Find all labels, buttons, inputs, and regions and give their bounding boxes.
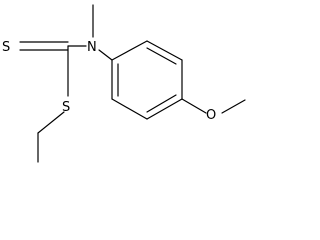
- ring-bond-2: [146, 40, 183, 61]
- bond-s-ch2: [37, 111, 65, 134]
- bond-o-methyl: [221, 99, 246, 114]
- ring-bond-4: [146, 98, 183, 120]
- atom-label-thione-s: S: [2, 40, 10, 55]
- molecule-structure: S S N O: [2, 4, 246, 163]
- ring-bond-5: [111, 98, 148, 120]
- atom-label-o: O: [206, 108, 216, 123]
- ring-inner-bond-2: [146, 94, 177, 113]
- ring-inner-bond-1: [146, 47, 177, 65]
- ring-bond-1: [111, 40, 148, 61]
- atom-label-n: N: [87, 40, 97, 55]
- bond-n-aryl: [98, 49, 113, 61]
- bond-ring-o: [181, 98, 207, 114]
- atom-label-thioester-s: S: [62, 100, 70, 115]
